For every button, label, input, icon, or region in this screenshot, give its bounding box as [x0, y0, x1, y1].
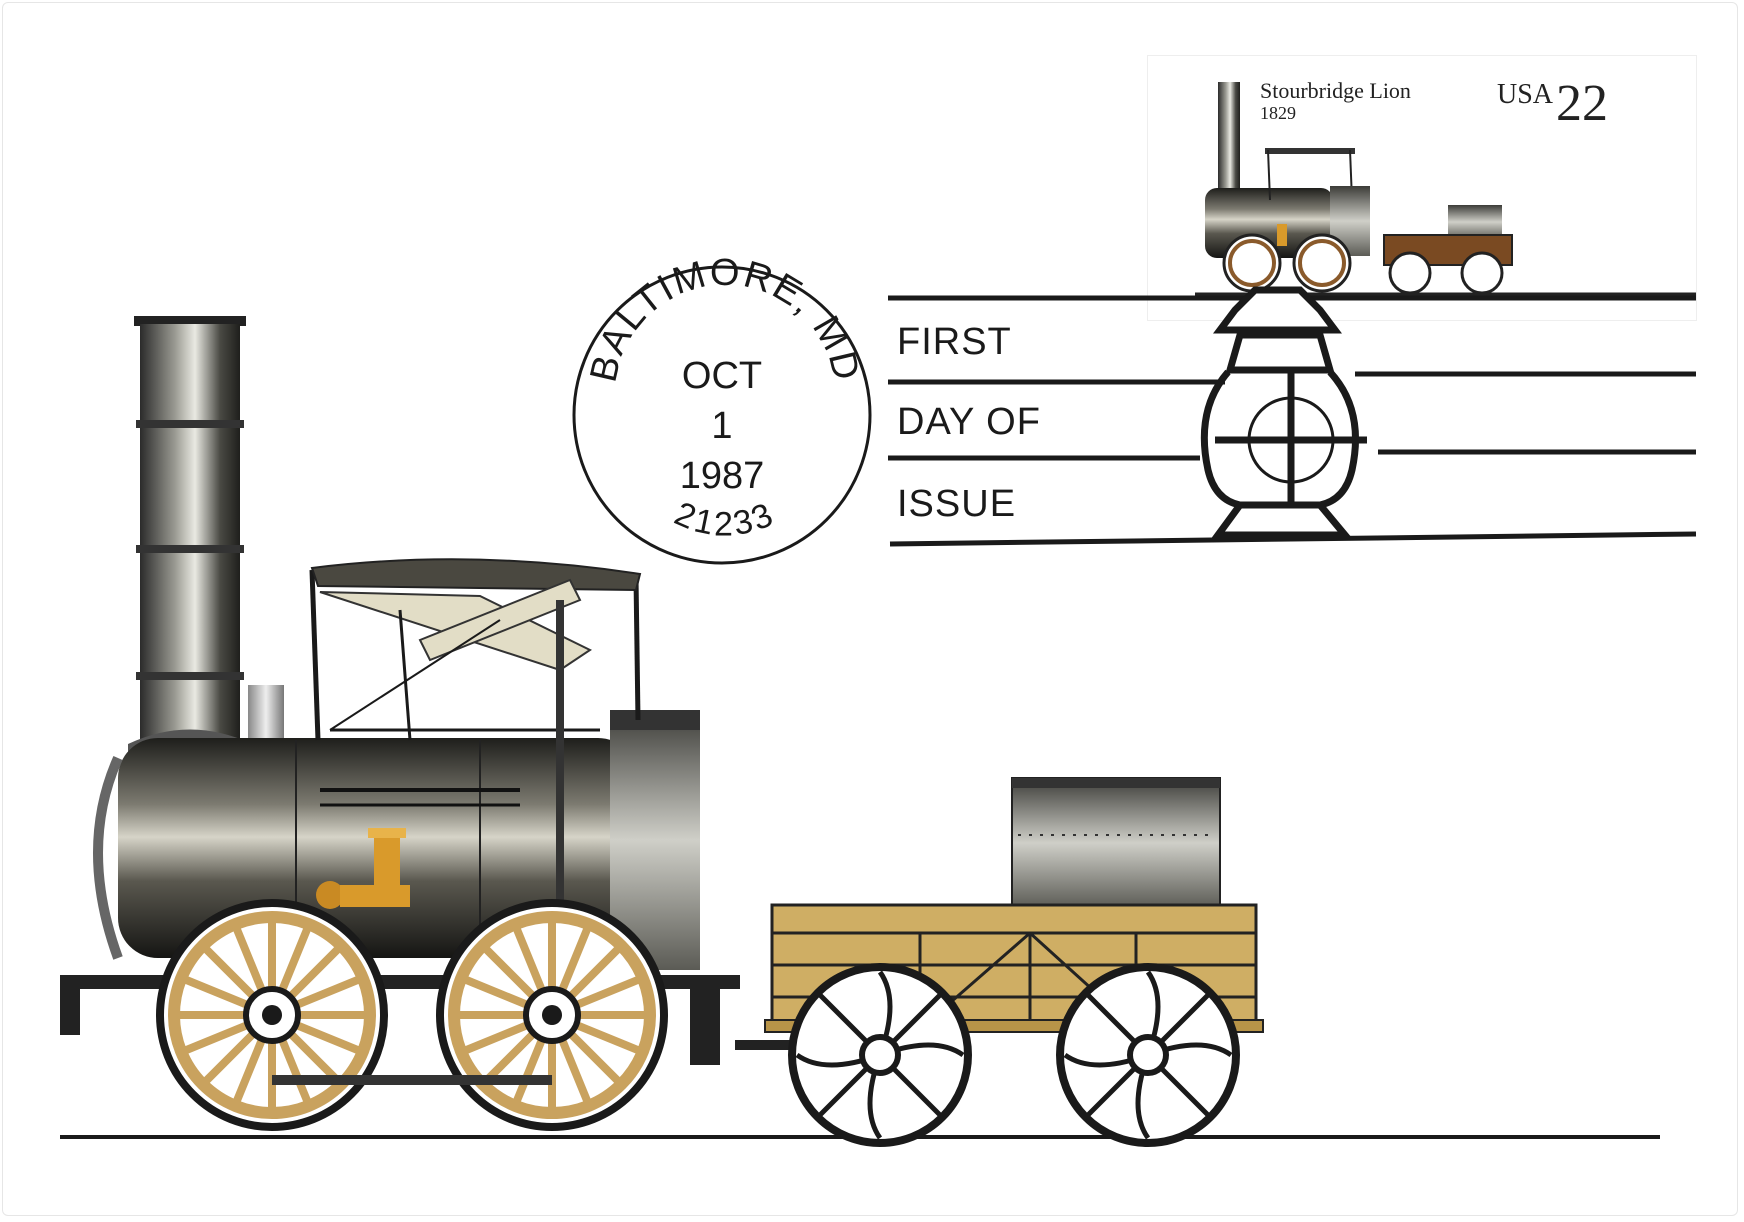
loco-wheel-rear — [436, 899, 668, 1131]
tender-wheel-front — [788, 963, 972, 1147]
stamp-year: 1829 — [1260, 103, 1296, 123]
stamp-country: USA — [1497, 79, 1554, 110]
loco-wheel-front — [156, 899, 388, 1131]
cancel-text-first: FIRST — [897, 321, 1012, 363]
cancel-text-issue: ISSUE — [897, 483, 1017, 525]
beam-frame — [309, 558, 642, 1080]
safety-valve — [248, 685, 284, 745]
postage-stamp — [1148, 56, 1696, 320]
tender-wheel-rear — [1056, 963, 1240, 1147]
coupler — [735, 1040, 795, 1050]
brass-fittings — [316, 828, 410, 909]
tender-tank — [1011, 777, 1221, 909]
stamp-denomination: 22 — [1556, 75, 1608, 132]
stamp-title: Stourbridge Lion — [1260, 78, 1411, 103]
chimney — [128, 316, 252, 760]
cancel-text-day-of: DAY OF — [897, 401, 1041, 443]
